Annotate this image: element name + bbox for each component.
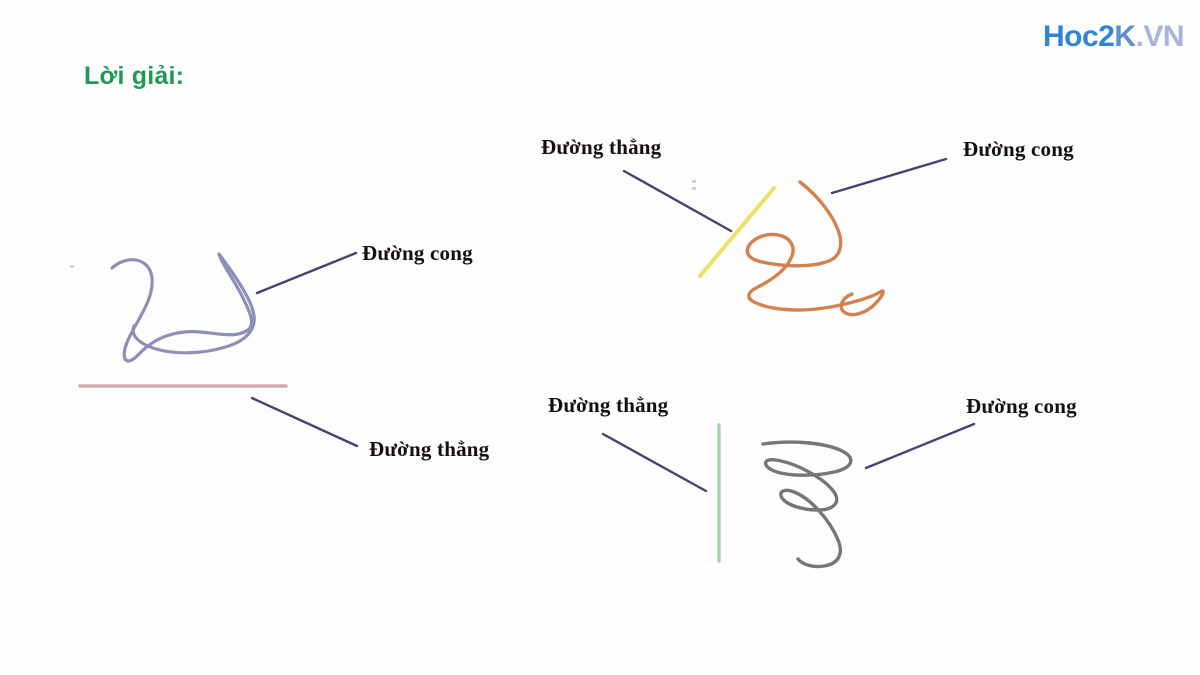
curved-line-orange — [745, 180, 885, 317]
label-top-right-curve: Đường cong — [963, 137, 1074, 161]
leader-top-left-curve — [255, 251, 358, 295]
curved-line-gray — [761, 440, 853, 569]
label-top-right-straight: Đường thẳng — [541, 135, 662, 159]
page-title: Lời giải: — [84, 62, 185, 90]
artifact-speck-upper — [692, 180, 696, 183]
straight-line-yellow — [698, 186, 776, 278]
leader-top-right-straight — [622, 169, 733, 233]
leader-top-right-curve — [830, 157, 948, 195]
label-bottom-right-curve: Đường cong — [966, 394, 1077, 418]
leader-bottom-right-curve — [864, 422, 976, 470]
logo-text-primary: Hoc2 — [1042, 20, 1115, 53]
artifact-speck-left — [70, 265, 74, 268]
logo-text-mid: K — [1114, 20, 1136, 53]
label-bottom-right-straight: Đường thẳng — [548, 393, 669, 417]
leader-bottom-right-straight — [601, 432, 708, 493]
logo-text-suffix: .VN — [1135, 20, 1184, 53]
artifact-speck-lower — [692, 187, 696, 190]
curved-line-purple — [110, 252, 256, 363]
label-top-left-straight: Đường thẳng — [369, 437, 490, 461]
leader-top-left-straight — [250, 396, 359, 448]
site-logo: Hoc2K.VN — [1042, 20, 1185, 53]
label-top-left-curve: Đường cong — [362, 241, 473, 265]
